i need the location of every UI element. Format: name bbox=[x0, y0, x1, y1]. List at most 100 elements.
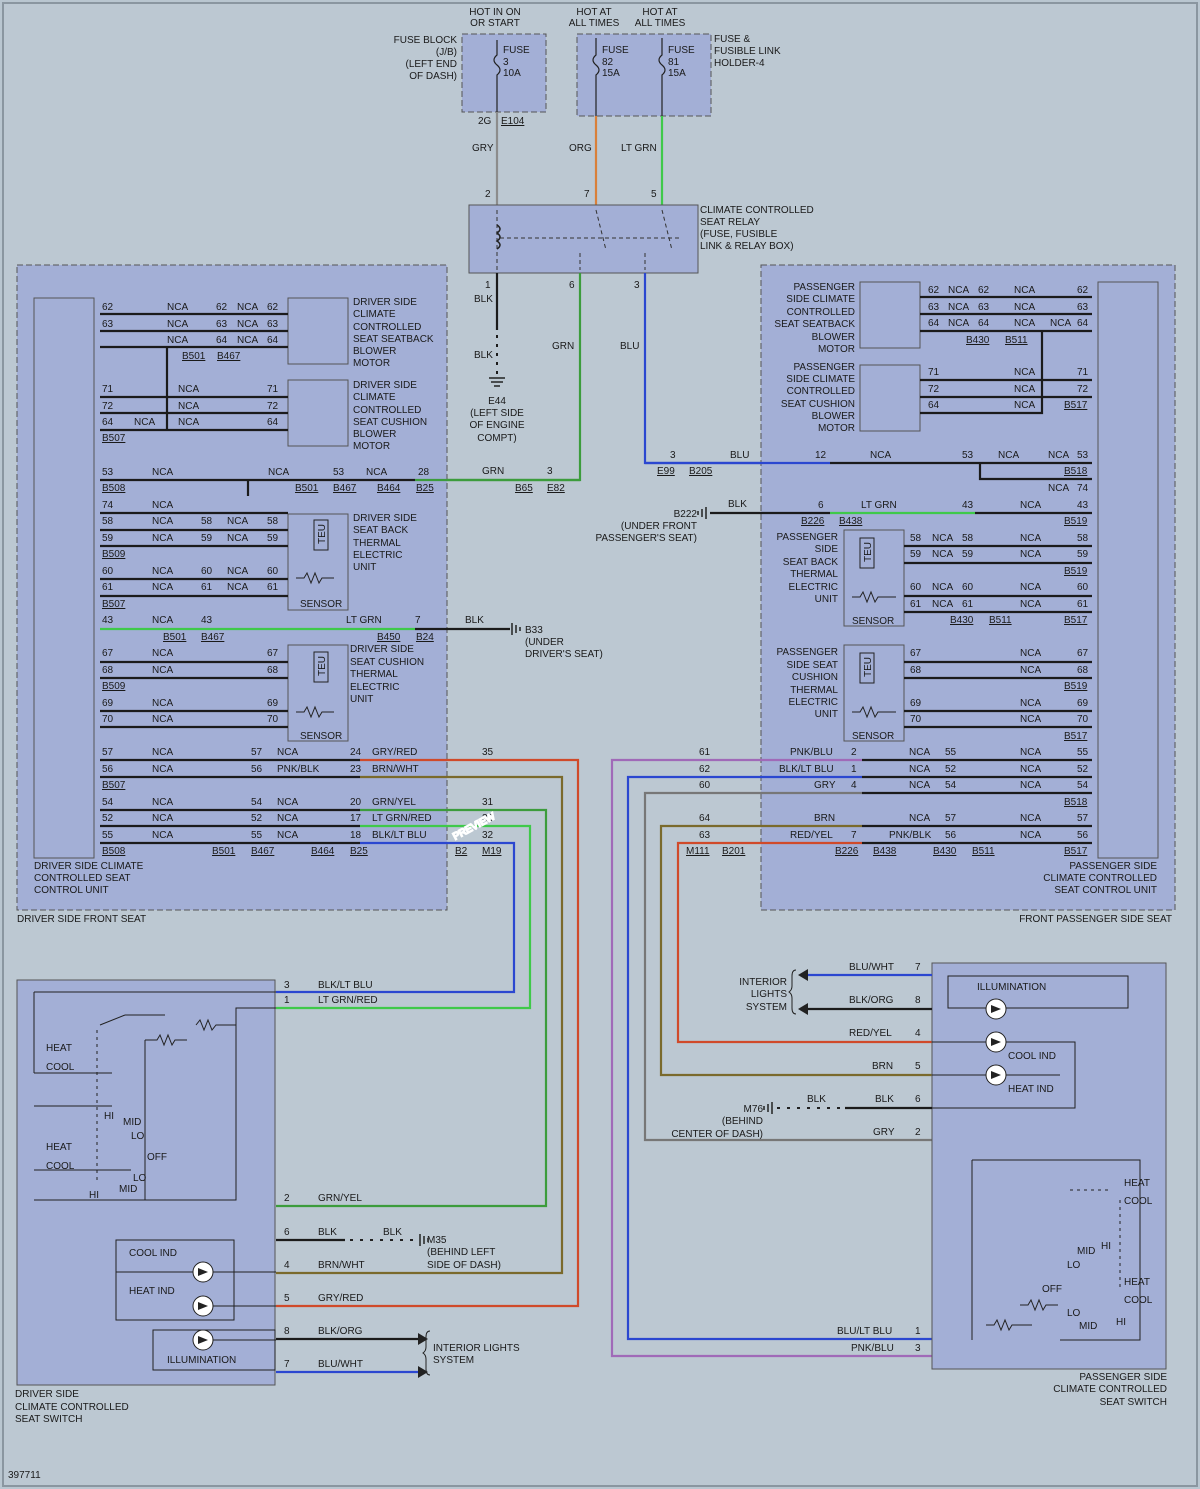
svg-text:PASSENGER: PASSENGER bbox=[777, 647, 839, 658]
svg-text:64: 64 bbox=[978, 318, 990, 329]
svg-text:2: 2 bbox=[915, 1127, 921, 1138]
svg-text:18: 18 bbox=[350, 830, 362, 841]
svg-text:56: 56 bbox=[1077, 830, 1089, 841]
svg-text:NCA: NCA bbox=[152, 698, 173, 709]
conn-b205: B205 bbox=[689, 466, 713, 477]
svg-text:SIDE CLIMATE: SIDE CLIMATE bbox=[786, 294, 855, 305]
svg-text:NCA: NCA bbox=[178, 401, 199, 412]
svg-text:B467: B467 bbox=[201, 632, 225, 643]
svg-text:71: 71 bbox=[928, 367, 940, 378]
svg-text:74: 74 bbox=[102, 500, 114, 511]
svg-text:NCA: NCA bbox=[237, 319, 258, 330]
svg-text:PNK/BLU: PNK/BLU bbox=[790, 747, 833, 758]
svg-text:20: 20 bbox=[350, 797, 362, 808]
passenger-component-labels: PASSENGER SIDE CLIMATE CONTROLLED SEAT S… bbox=[774, 282, 855, 720]
svg-text:69: 69 bbox=[1077, 698, 1089, 709]
svg-text:53: 53 bbox=[1077, 450, 1089, 461]
svg-text:B2: B2 bbox=[455, 846, 468, 857]
svg-text:PASSENGER: PASSENGER bbox=[777, 532, 839, 543]
fuse-82: FUSE 82 15A bbox=[592, 38, 629, 116]
wire-blu-ltblu-1 bbox=[626, 775, 932, 1341]
svg-text:(UNDER FRONT: (UNDER FRONT bbox=[621, 521, 697, 532]
svg-text:MID: MID bbox=[119, 1184, 137, 1195]
svg-text:63: 63 bbox=[928, 302, 940, 313]
svg-text:NCA: NCA bbox=[178, 384, 199, 395]
svg-text:NCA: NCA bbox=[1020, 813, 1041, 824]
svg-text:B508: B508 bbox=[102, 846, 126, 857]
passenger-backrest-blower bbox=[859, 281, 921, 349]
svg-text:(LEFT END: (LEFT END bbox=[406, 59, 458, 70]
svg-text:TEU: TEU bbox=[317, 524, 328, 544]
svg-text:B430: B430 bbox=[966, 335, 990, 346]
wire-red-yel-4 bbox=[676, 841, 932, 1044]
svg-text:NCA: NCA bbox=[1014, 400, 1035, 411]
conn-e82: E82 bbox=[547, 483, 565, 494]
svg-text:(LEFT SIDE: (LEFT SIDE bbox=[470, 408, 524, 419]
passenger-seat-title: FRONT PASSENGER SIDE SEAT bbox=[1019, 914, 1172, 925]
svg-text:COOL IND: COOL IND bbox=[1008, 1051, 1056, 1062]
svg-text:2: 2 bbox=[284, 1193, 290, 1204]
svg-text:(J/B): (J/B) bbox=[436, 47, 457, 58]
svg-text:NCA: NCA bbox=[227, 566, 248, 577]
svg-text:MID: MID bbox=[1079, 1321, 1097, 1332]
svg-text:24: 24 bbox=[350, 747, 362, 758]
conn-b24: B24 bbox=[416, 632, 434, 643]
svg-text:HOLDER-4: HOLDER-4 bbox=[714, 58, 765, 69]
svg-text:FUSIBLE LINK: FUSIBLE LINK bbox=[714, 46, 781, 57]
svg-text:43: 43 bbox=[1077, 500, 1089, 511]
svg-text:NCA: NCA bbox=[152, 500, 173, 511]
svg-text:NCA: NCA bbox=[948, 302, 969, 313]
svg-text:60: 60 bbox=[102, 566, 114, 577]
svg-text:NCA: NCA bbox=[268, 467, 289, 478]
svg-text:NCA: NCA bbox=[1014, 302, 1035, 313]
conn-b450: B450 bbox=[377, 632, 401, 643]
svg-text:BLU/WHT: BLU/WHT bbox=[318, 1359, 363, 1370]
label-org: ORG bbox=[569, 143, 592, 154]
svg-text:SIDE OF DASH): SIDE OF DASH) bbox=[427, 1260, 501, 1271]
svg-text:GRY/RED: GRY/RED bbox=[318, 1293, 363, 1304]
svg-text:5: 5 bbox=[651, 189, 657, 200]
svg-text:3: 3 bbox=[284, 980, 290, 991]
svg-text:B25: B25 bbox=[416, 483, 434, 494]
svg-text:B501: B501 bbox=[212, 846, 236, 857]
svg-text:SIDE CLIMATE: SIDE CLIMATE bbox=[786, 374, 855, 385]
svg-text:70: 70 bbox=[267, 714, 279, 725]
svg-text:RED/YEL: RED/YEL bbox=[849, 1028, 892, 1039]
svg-text:SEAT CUSHION: SEAT CUSHION bbox=[350, 657, 424, 668]
svg-text:64: 64 bbox=[216, 335, 228, 346]
svg-text:23: 23 bbox=[350, 764, 362, 775]
svg-text:B438: B438 bbox=[839, 516, 863, 527]
svg-text:NCA: NCA bbox=[909, 780, 930, 791]
svg-text:ELECTRIC: ELECTRIC bbox=[350, 682, 399, 693]
svg-text:68: 68 bbox=[1077, 665, 1089, 676]
svg-text:62: 62 bbox=[216, 302, 228, 313]
svg-text:4: 4 bbox=[851, 780, 857, 791]
passenger-harness-labels: PNK/BLU BLK/LT BLU GRY BRN RED/YEL 61 62… bbox=[686, 747, 836, 857]
svg-text:FUSE: FUSE bbox=[602, 45, 629, 56]
svg-text:DRIVER SIDE: DRIVER SIDE bbox=[353, 513, 417, 524]
svg-text:60: 60 bbox=[962, 582, 974, 593]
driver-control-unit bbox=[33, 297, 95, 859]
svg-text:33: 33 bbox=[482, 813, 494, 824]
svg-text:NCA: NCA bbox=[1050, 318, 1071, 329]
pin-e99-3: 3 bbox=[670, 450, 676, 461]
passenger-internal-wires bbox=[830, 295, 1092, 845]
svg-text:CLIMATE CONTROLLED: CLIMATE CONTROLLED bbox=[1043, 873, 1157, 884]
svg-text:B33: B33 bbox=[525, 625, 543, 636]
svg-text:4: 4 bbox=[284, 1260, 290, 1271]
driver-blower-labels: DRIVER SIDE CLIMATE CONTROLLED SEAT SEAT… bbox=[350, 297, 434, 705]
svg-text:B518: B518 bbox=[1064, 797, 1088, 808]
svg-text:B464: B464 bbox=[377, 483, 401, 494]
svg-text:59: 59 bbox=[1077, 549, 1089, 560]
svg-text:NCA: NCA bbox=[134, 417, 155, 428]
label-blk-b33: BLK bbox=[465, 615, 484, 626]
svg-text:5: 5 bbox=[284, 1293, 290, 1304]
svg-text:71: 71 bbox=[102, 384, 114, 395]
svg-text:72: 72 bbox=[102, 401, 114, 412]
svg-text:63: 63 bbox=[699, 830, 711, 841]
svg-text:NCA: NCA bbox=[909, 764, 930, 775]
svg-text:ELECTRIC: ELECTRIC bbox=[789, 582, 838, 593]
svg-text:BLK/LT BLU: BLK/LT BLU bbox=[779, 764, 834, 775]
passenger-switch-title: PASSENGER SIDE CLIMATE CONTROLLED SEAT S… bbox=[1053, 1372, 1167, 1408]
svg-text:BLK: BLK bbox=[875, 1094, 894, 1105]
